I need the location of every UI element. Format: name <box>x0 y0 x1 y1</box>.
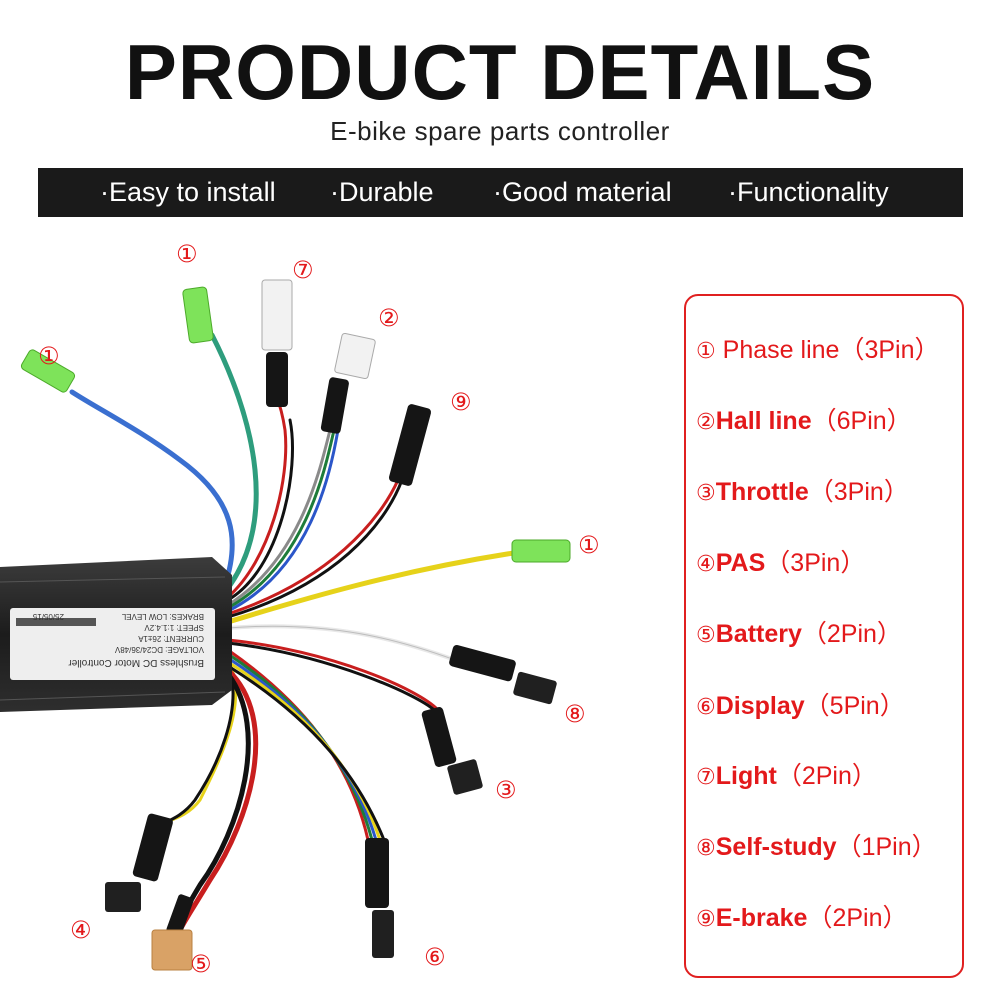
connectors <box>20 279 571 971</box>
controller-body <box>0 557 232 712</box>
legend-item-display: ⑥Display（5Pin） <box>696 686 905 726</box>
legend-name: Battery <box>715 620 802 648</box>
display-connector <box>372 910 394 958</box>
legend-pins: （2Pin） <box>776 762 877 790</box>
legend-item-battery: ⑤Battery（2Pin） <box>696 614 902 654</box>
battery-heatshrink <box>166 894 194 936</box>
callout-battery: ⑤ <box>190 950 212 978</box>
legend-number: ⑦ <box>696 764 716 789</box>
throttle-connector <box>447 759 483 795</box>
phase-connector-1 <box>20 349 76 393</box>
callout-ebrake: ⑨ <box>450 388 472 416</box>
legend-item-hall-line: ②Hall line（6Pin） <box>696 401 912 441</box>
legend-name: Throttle <box>715 478 809 506</box>
callout-phase-2: ① <box>176 240 198 268</box>
page-title: PRODUCT DETAILS <box>124 28 876 116</box>
legend-number: ⑥ <box>696 694 716 719</box>
legend-item-phase-line: ① Phase line（3Pin） <box>696 330 939 370</box>
legend-number: ③ <box>696 480 716 505</box>
pas-connector <box>105 882 141 912</box>
legend-name: Phase line <box>715 336 840 364</box>
battery-connector <box>151 929 193 971</box>
callout-throttle: ③ <box>495 776 517 804</box>
hall-connector <box>334 332 376 380</box>
feature-good-material: ·Good material <box>493 177 672 207</box>
hall-heatshrink <box>320 377 349 434</box>
legend-pins: （5Pin） <box>804 692 905 720</box>
legend-name: Self-study <box>715 833 837 861</box>
pin-legend-box: ① Phase line（3Pin） ②Hall line（6Pin） ③Thr… <box>684 294 964 978</box>
phase-connector-3 <box>511 539 571 563</box>
light-connector <box>261 279 293 351</box>
self-study-heatshrink <box>449 644 516 682</box>
legend-pins: （3Pin） <box>839 336 940 364</box>
pas-heatshrink <box>132 813 173 882</box>
controller-label-line-2: CURRENT: 26±1A <box>138 634 204 643</box>
legend-item-pas: ④PAS（3Pin） <box>696 543 865 583</box>
page-subtitle: E-bike spare parts controller <box>330 116 670 146</box>
callout-display: ⑥ <box>424 943 446 971</box>
callout-phase-3: ① <box>578 531 600 559</box>
legend-pins: （1Pin） <box>836 833 937 861</box>
features-bar: ·Easy to install ·Durable ·Good material… <box>38 168 963 217</box>
legend-number: ⑧ <box>696 835 716 860</box>
feature-durable: ·Durable <box>330 177 434 207</box>
callout-light: ⑦ <box>292 256 314 284</box>
legend-pins: （3Pin） <box>765 549 866 577</box>
feature-easy-install: ·Easy to install <box>100 177 276 207</box>
legend-number: ④ <box>696 551 716 576</box>
legend-number: ② <box>696 409 716 434</box>
phase-connector-2 <box>182 286 214 344</box>
legend-name: Display <box>715 692 805 720</box>
legend-name: Light <box>715 762 777 790</box>
legend-pins: （2Pin） <box>807 904 908 932</box>
callout-pas: ④ <box>70 916 92 944</box>
controller-label-code: 25/05/15 <box>32 612 64 621</box>
legend-pins: （3Pin） <box>808 478 909 506</box>
controller-label-line-3: SPEET: 1:1.4.2V <box>144 623 204 632</box>
legend-pins: （2Pin） <box>801 620 902 648</box>
legend-item-throttle: ③Throttle（3Pin） <box>696 472 909 512</box>
controller-label-title: Brushless DC Motor Controller <box>68 657 204 668</box>
callout-phase-1: ① <box>38 342 60 370</box>
self-study-connector <box>513 671 557 705</box>
legend-number: ⑨ <box>696 906 716 931</box>
callout-hall: ② <box>378 304 400 332</box>
legend-name: Hall line <box>715 407 812 435</box>
legend-number: ⑤ <box>696 622 716 647</box>
ebrake-connector <box>388 404 432 486</box>
display-heatshrink <box>365 838 389 908</box>
wire-bundle <box>69 332 523 933</box>
controller-label-line-1: VOLTAGE: DC24/36/48V <box>114 645 204 654</box>
feature-functionality: ·Functionality <box>728 177 889 207</box>
legend-pins: （6Pin） <box>811 407 912 435</box>
controller-label-line-4: BRAKES: LOW LEVEL <box>121 612 204 621</box>
controller-product-photo: Brushless DC Motor Controller VOLTAGE: D… <box>0 240 600 978</box>
legend-name: PAS <box>715 549 766 577</box>
legend-item-light: ⑦Light（2Pin） <box>696 756 877 796</box>
legend-name: E-brake <box>715 904 808 932</box>
callout-self-study: ⑧ <box>564 700 586 728</box>
light-heatshrink <box>266 352 288 407</box>
throttle-heatshrink <box>421 707 457 767</box>
legend-number: ① <box>696 338 716 363</box>
legend-item-ebrake: ⑨E-brake（2Pin） <box>696 898 908 938</box>
legend-item-self-study: ⑧Self-study（1Pin） <box>696 827 937 867</box>
